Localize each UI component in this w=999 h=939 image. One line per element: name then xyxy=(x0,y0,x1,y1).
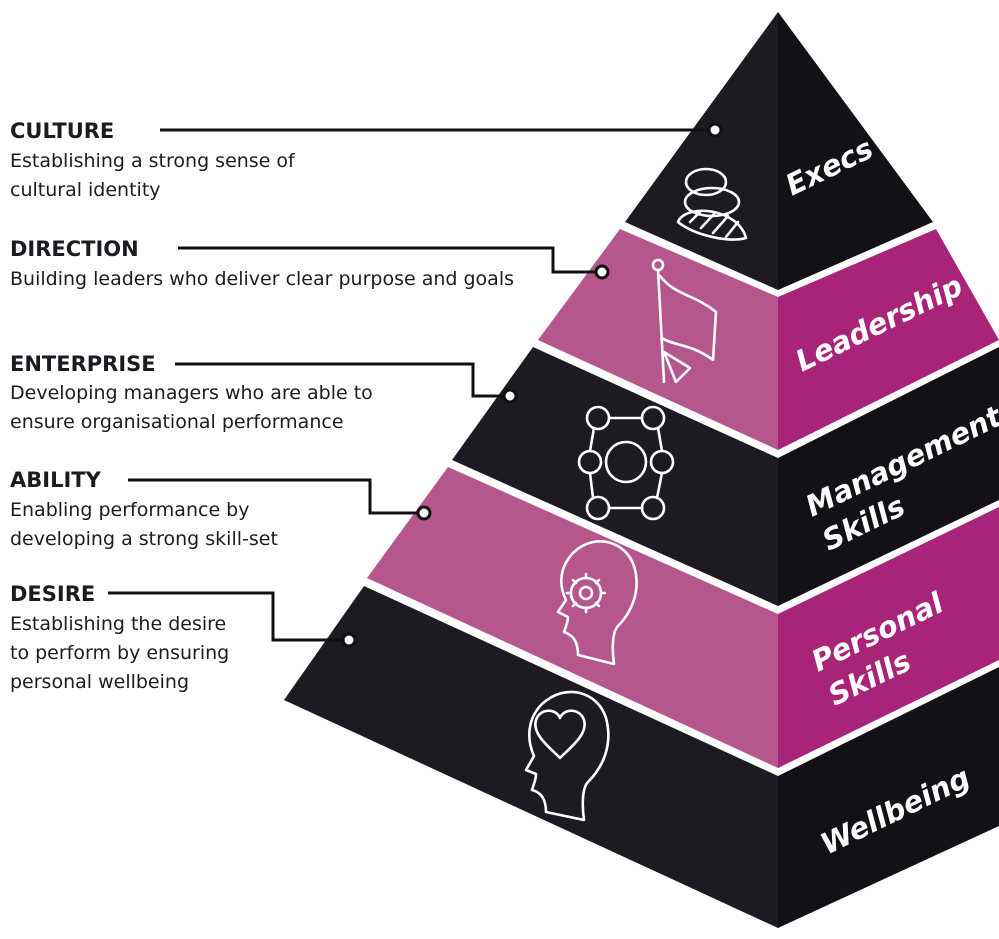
tier-execs xyxy=(625,12,933,290)
label-culture-desc-line1: Establishing a strong sense of xyxy=(10,150,296,172)
tier-wellbeing-left-face xyxy=(284,586,778,928)
label-direction: DIRECTION Building leaders who deliver c… xyxy=(10,237,514,290)
label-ability-desc-line2: developing a strong skill-set xyxy=(10,528,278,550)
tier-personal xyxy=(367,467,999,768)
tier-leadership-right-face xyxy=(778,229,999,450)
label-direction-desc-line1: Building leaders who deliver clear purpo… xyxy=(10,268,514,290)
tier-management-left-face xyxy=(452,347,778,606)
callout-desire-dot xyxy=(341,632,357,648)
tier-management xyxy=(452,347,999,606)
label-desire-title: DESIRE xyxy=(10,582,95,606)
head-gear-icon xyxy=(556,540,638,666)
label-culture-desc-line2: cultural identity xyxy=(10,179,161,201)
network-icon xyxy=(577,405,675,521)
label-ability-desc-line1: Enabling performance by xyxy=(10,499,249,521)
label-desire-desc-line3: personal wellbeing xyxy=(10,671,189,693)
callout-enterprise xyxy=(175,362,518,404)
tier-wellbeing xyxy=(284,586,999,928)
tier-wellbeing-right-face xyxy=(778,667,999,928)
label-desire-desc-line1: Establishing the desire xyxy=(10,613,226,635)
callout-culture-dot xyxy=(707,122,723,138)
tier-personal-right-face xyxy=(778,507,999,768)
label-direction-title: DIRECTION xyxy=(10,237,139,261)
tier-execs-left-face xyxy=(625,12,778,290)
tier-leadership-left-face xyxy=(538,229,778,450)
label-desire-desc-line2: to perform by ensuring xyxy=(10,642,229,664)
flag-icon xyxy=(651,258,718,384)
tier-leadership xyxy=(538,229,999,450)
label-culture-title: CULTURE xyxy=(10,119,114,143)
label-enterprise-desc-line1: Developing managers who are able to xyxy=(10,382,373,404)
tier-management-right-face xyxy=(778,347,999,606)
tier-execs-right-face xyxy=(778,12,933,290)
callout-desire xyxy=(108,591,357,648)
callout-direction-dot xyxy=(594,264,610,280)
callout-enterprise-dot xyxy=(502,388,518,404)
label-culture: CULTURE Establishing a strong sense of c… xyxy=(10,119,296,201)
callout-culture xyxy=(160,122,723,138)
label-enterprise-desc-line2: ensure organisational performance xyxy=(10,411,344,433)
label-desire: DESIRE Establishing the desire to perfor… xyxy=(10,582,229,693)
head-heart-icon xyxy=(524,690,610,822)
callout-ability xyxy=(128,478,432,521)
tier-personal-left-face xyxy=(367,467,778,768)
callout-ability-dot xyxy=(416,505,432,521)
callout-direction xyxy=(178,246,610,280)
label-enterprise-title: ENTERPRISE xyxy=(10,352,156,376)
label-enterprise: ENTERPRISE Developing managers who are a… xyxy=(10,352,373,433)
people-group-icon xyxy=(676,167,748,241)
label-ability: ABILITY Enabling performance by developi… xyxy=(10,468,278,550)
label-ability-title: ABILITY xyxy=(10,468,102,492)
